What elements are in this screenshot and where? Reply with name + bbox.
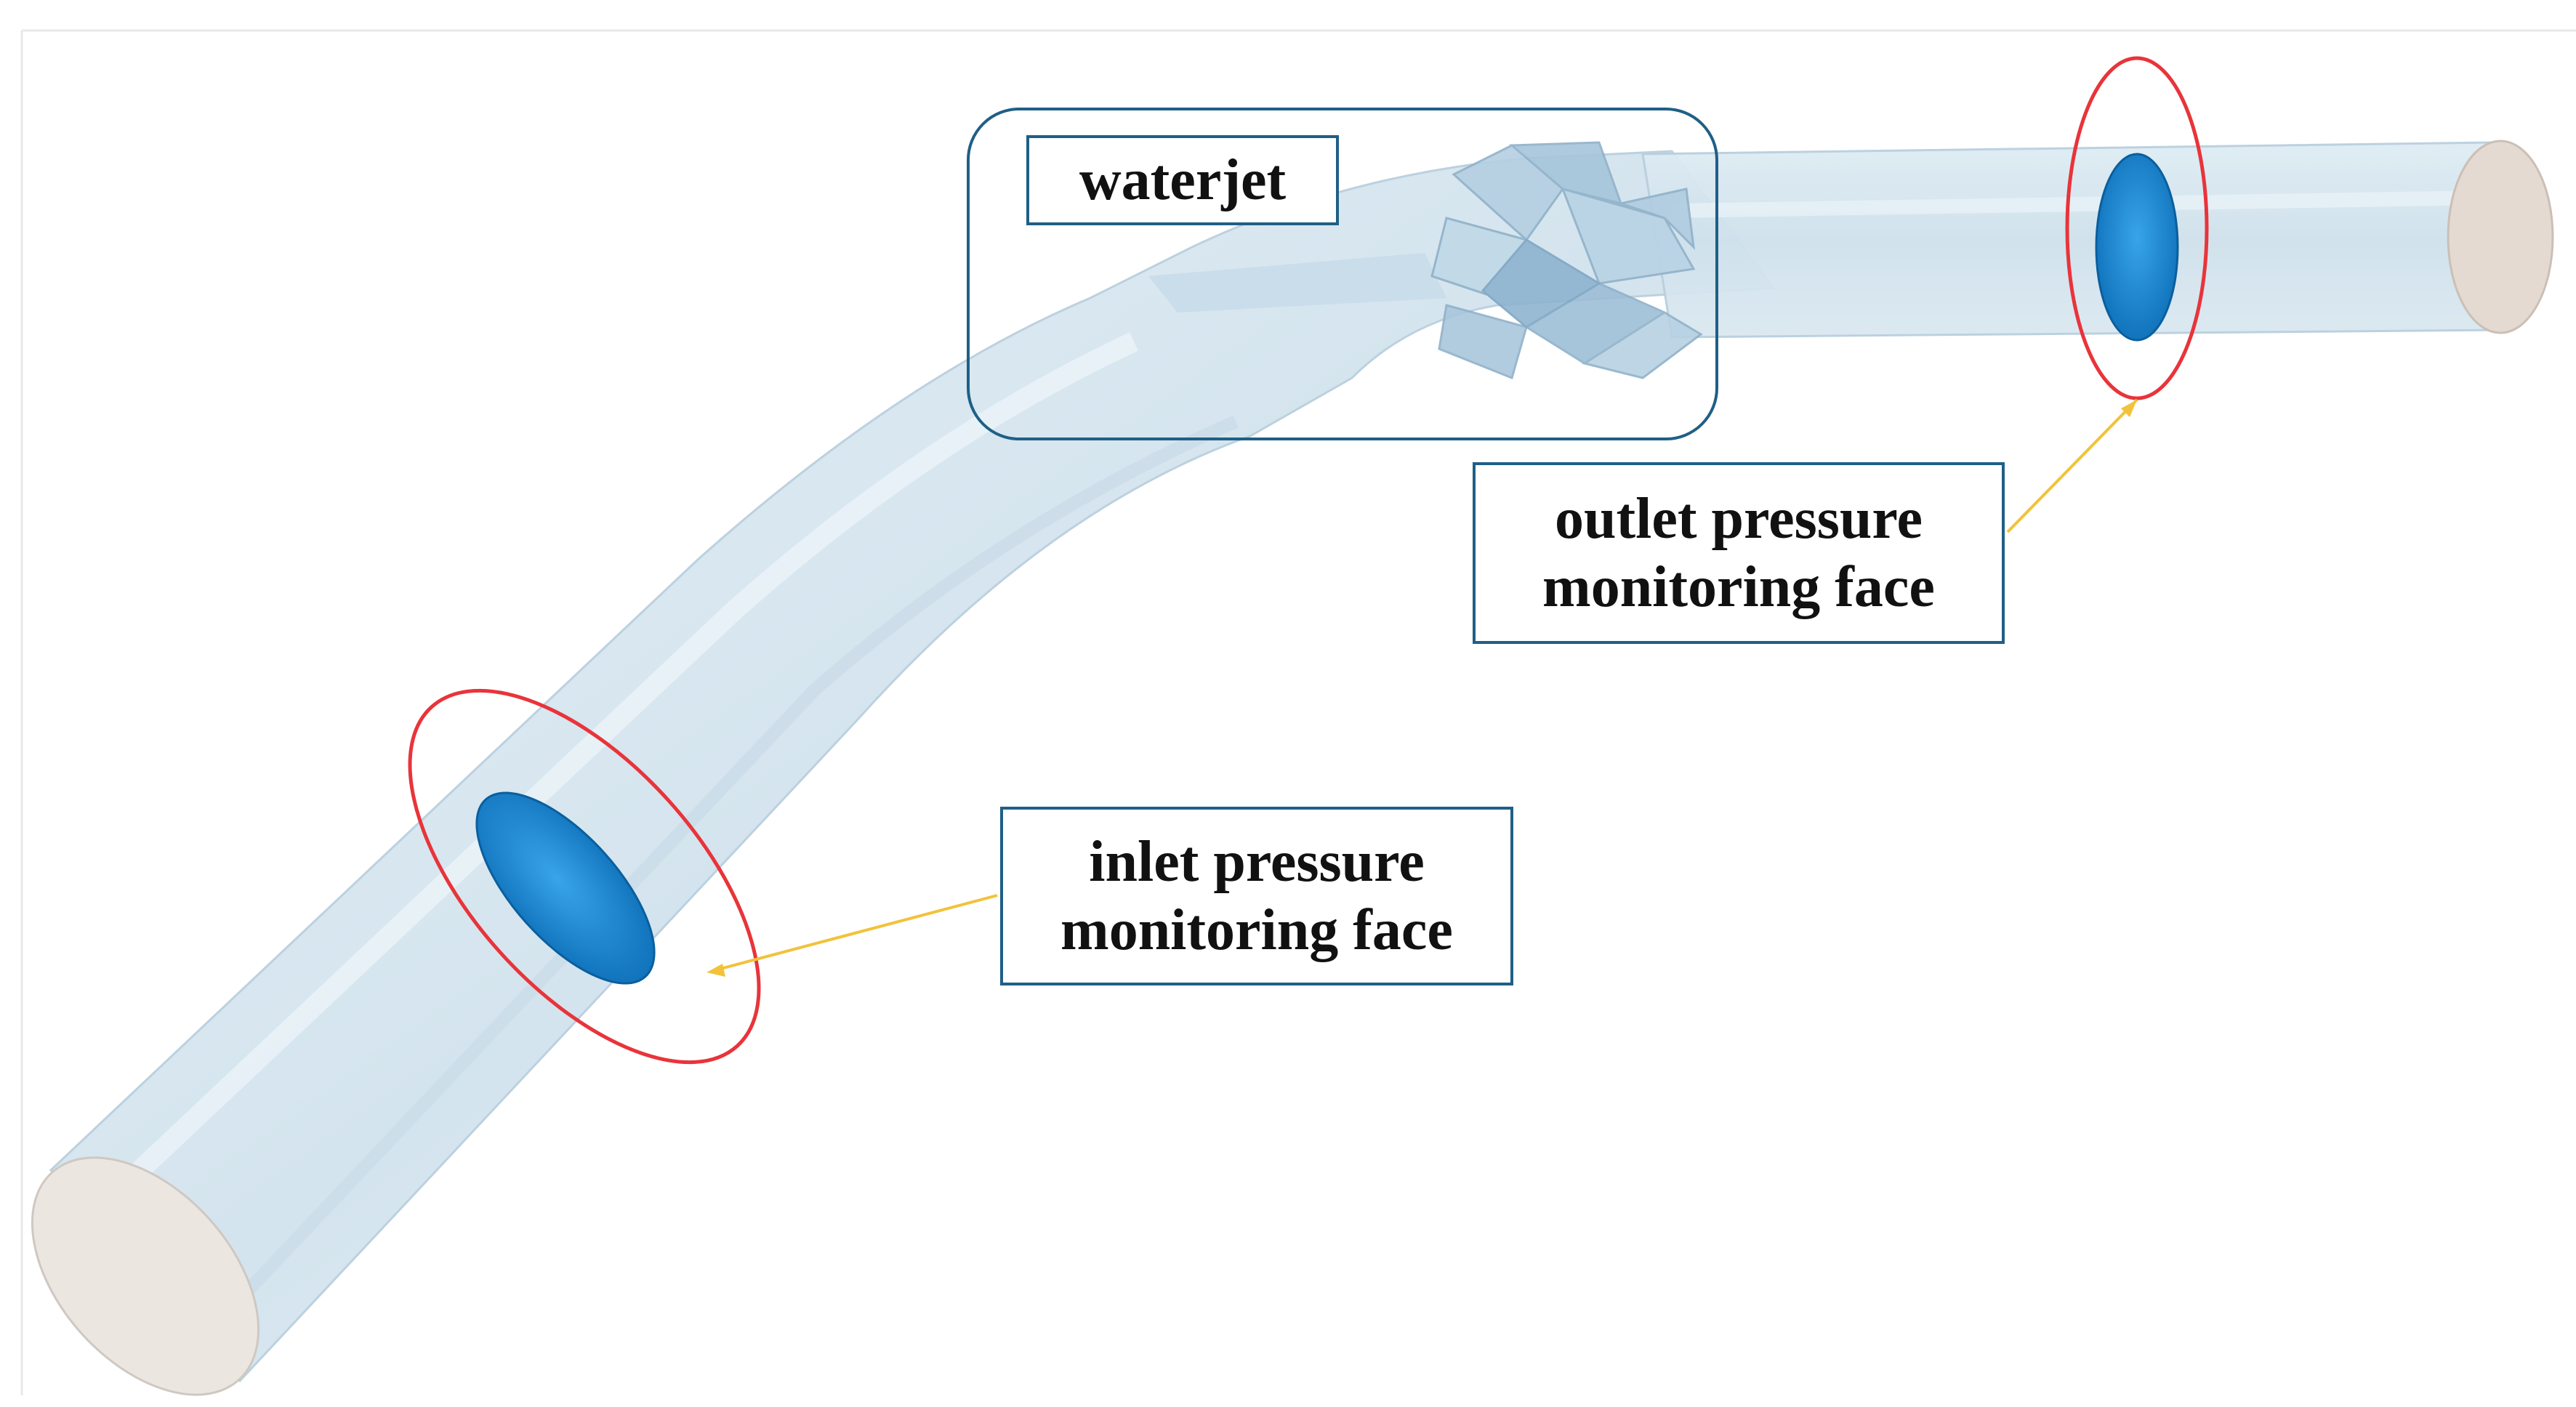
inlet-monitoring-face (475, 791, 656, 985)
inlet-pressure-label: inlet pressure monitoring face (1000, 807, 1513, 985)
outlet-label-line-2: monitoring face (1542, 555, 1935, 619)
outlet-leader-line (2006, 398, 2138, 533)
outlet-pressure-label: outlet pressure monitoring face (1473, 462, 2005, 644)
impeller-icon (1430, 141, 1703, 380)
waterjet-region-outline (967, 108, 1718, 440)
waterjet-label-text: waterjet (1079, 148, 1287, 212)
outlet-label-line-1: outlet pressure (1555, 486, 1923, 551)
inlet-pipe-end (31, 1156, 260, 1396)
outlet-monitoring-face (2095, 153, 2179, 342)
inlet-label-line-1: inlet pressure (1089, 829, 1425, 894)
inlet-highlight-ellipse (408, 688, 761, 1065)
outlet-highlight-ellipse (2065, 56, 2209, 400)
inlet-label-line-2: monitoring face (1060, 898, 1453, 962)
waterjet-label: waterjet (1026, 135, 1339, 225)
outlet-pipe-end (2447, 140, 2554, 334)
inlet-leader-line (712, 894, 998, 972)
